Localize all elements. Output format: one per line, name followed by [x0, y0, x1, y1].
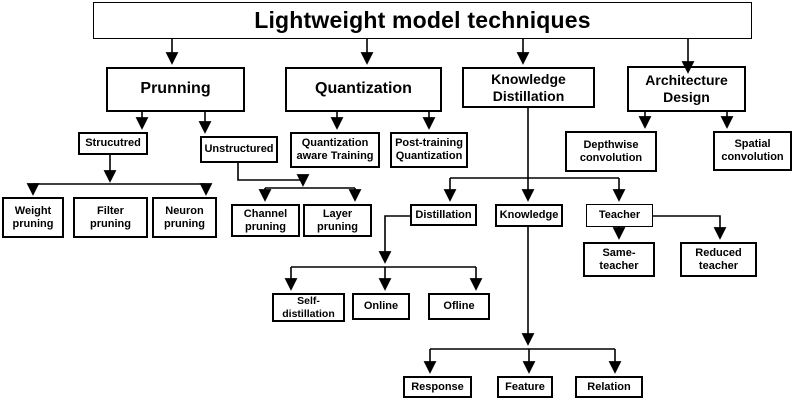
node-quantization-aware-training: Quantization aware Training [290, 132, 380, 168]
node-knowledge-distillation: Knowledge Distillation [462, 67, 595, 108]
node-relation: Relation [575, 376, 643, 398]
node-depthwise-convolution: Depthwise convolution [565, 131, 657, 172]
node-distillation: Distillation [410, 204, 477, 226]
node-ofline: Ofline [428, 293, 490, 320]
node-spatial-convolution: Spatial convolution [713, 131, 792, 171]
node-self-distillation: Self- distillation [272, 293, 345, 322]
node-structured: Strucutred [78, 132, 148, 155]
node-layer-pruning: Layer pruning [303, 204, 372, 237]
node-filter-pruning: Filter pruning [73, 197, 148, 238]
node-unstructured: Unstructured [200, 136, 278, 163]
edge-teacher-reduced [653, 215, 727, 240]
node-channel-pruning: Channel pruning [231, 204, 300, 237]
node-feature: Feature [497, 376, 553, 398]
node-post-training-quantization: Post-training Quantization [390, 132, 468, 168]
node-pruning: Prunning [106, 67, 245, 112]
node-teacher: Teacher [586, 204, 653, 227]
node-architecture-design: Architecture Design [627, 66, 746, 112]
node-response: Response [403, 376, 472, 398]
node-title: Lightweight model techniques [93, 2, 752, 39]
node-neuron-pruning: Neuron pruning [152, 197, 217, 238]
node-online: Online [352, 293, 410, 320]
node-quantization: Quantization [285, 67, 442, 112]
node-reduced-teacher: Reduced teacher [680, 242, 757, 277]
node-weight-pruning: Weight pruning [2, 197, 64, 238]
edge-distillation-bus [378, 215, 410, 264]
node-knowledge: Knowledge [495, 204, 563, 227]
node-same-teacher: Same- teacher [583, 242, 655, 277]
